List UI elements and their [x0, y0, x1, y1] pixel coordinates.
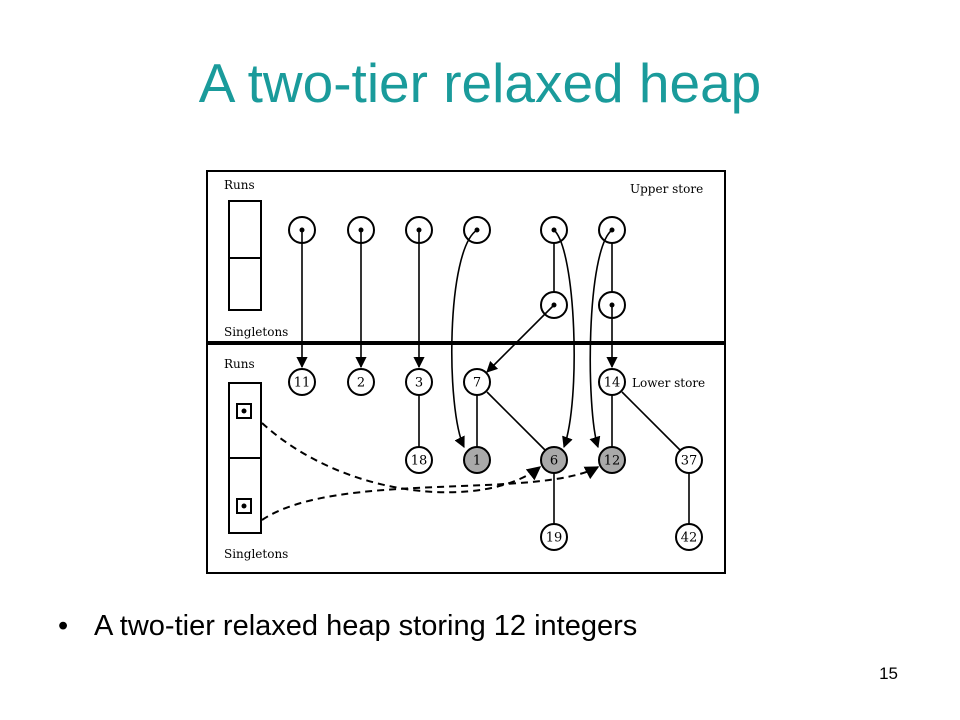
upper-store-label: Upper store [630, 182, 703, 196]
heap-node-11: 11 [288, 368, 316, 396]
singleton-pointer-icon [236, 498, 252, 514]
upper-links [553, 243, 613, 292]
heap-node-circle [675, 523, 703, 551]
heap-node-circle [463, 446, 491, 474]
heap-node-2: 2 [347, 368, 375, 396]
singleton-dashed-pointer [261, 466, 600, 521]
heap-node-6: 6 [540, 446, 568, 474]
upper-runs-list [228, 200, 262, 311]
heap-node-value: 14 [604, 376, 621, 391]
heap-node-circle [598, 368, 626, 396]
slide-title: A two-tier relaxed heap [198, 52, 762, 114]
heap-node-value: 2 [357, 376, 365, 391]
heap-node-value: 18 [411, 454, 428, 469]
heap-node-circle [540, 523, 568, 551]
heap-node-3: 3 [405, 368, 433, 396]
run-pointer-icon [236, 403, 252, 419]
heap-node-value: 19 [546, 531, 563, 546]
heap-node-14: 14 [598, 368, 626, 396]
page-number: 15 [879, 664, 898, 683]
heap-node-12: 12 [598, 446, 626, 474]
heap-node-value: 42 [681, 531, 698, 546]
lower-runs-label: Runs [224, 357, 255, 371]
heap-node-circle [463, 368, 491, 396]
lower-store-label: Lower store [632, 376, 705, 390]
heap-node-circle [405, 446, 433, 474]
heap-node-circle [540, 446, 568, 474]
heap-node-value: 37 [681, 454, 698, 469]
heap-node-18: 18 [405, 446, 433, 474]
lower-runs-list [228, 382, 262, 534]
heap-node-value: 3 [415, 376, 423, 391]
heap-node-circle [675, 446, 703, 474]
heap-node-circle [598, 446, 626, 474]
heap-node-7: 7 [463, 368, 491, 396]
heap-node-circle [347, 368, 375, 396]
heap-node-circle [288, 368, 316, 396]
heap-node-1: 1 [463, 446, 491, 474]
heap-node-value: 11 [294, 376, 311, 391]
heap-node-value: 1 [473, 454, 481, 469]
heap-node-value: 6 [550, 454, 558, 469]
lower-tree-edges [418, 391, 690, 524]
run-dashed-pointer [261, 422, 542, 494]
heap-node-value: 7 [473, 376, 481, 391]
upper-runs-label: Runs [224, 178, 255, 192]
bullet-text: A two-tier relaxed heap storing 12 integ… [94, 610, 638, 642]
upper-to-lower-pointers [296, 229, 618, 449]
heap-node-circle [405, 368, 433, 396]
heap-node-42: 42 [675, 523, 703, 551]
heap-node-value: 12 [604, 454, 621, 469]
bullet-item: • A two-tier relaxed heap storing 12 int… [58, 610, 637, 643]
upper-singletons-label: Singletons [224, 325, 288, 339]
relaxed-heap-diagram: Runs Upper store Singletons Runs Lower s… [206, 170, 726, 574]
heap-node-37: 37 [675, 446, 703, 474]
lower-singletons-label: Singletons [224, 547, 288, 561]
heap-node-19: 19 [540, 523, 568, 551]
bullet-marker: • [58, 610, 69, 642]
